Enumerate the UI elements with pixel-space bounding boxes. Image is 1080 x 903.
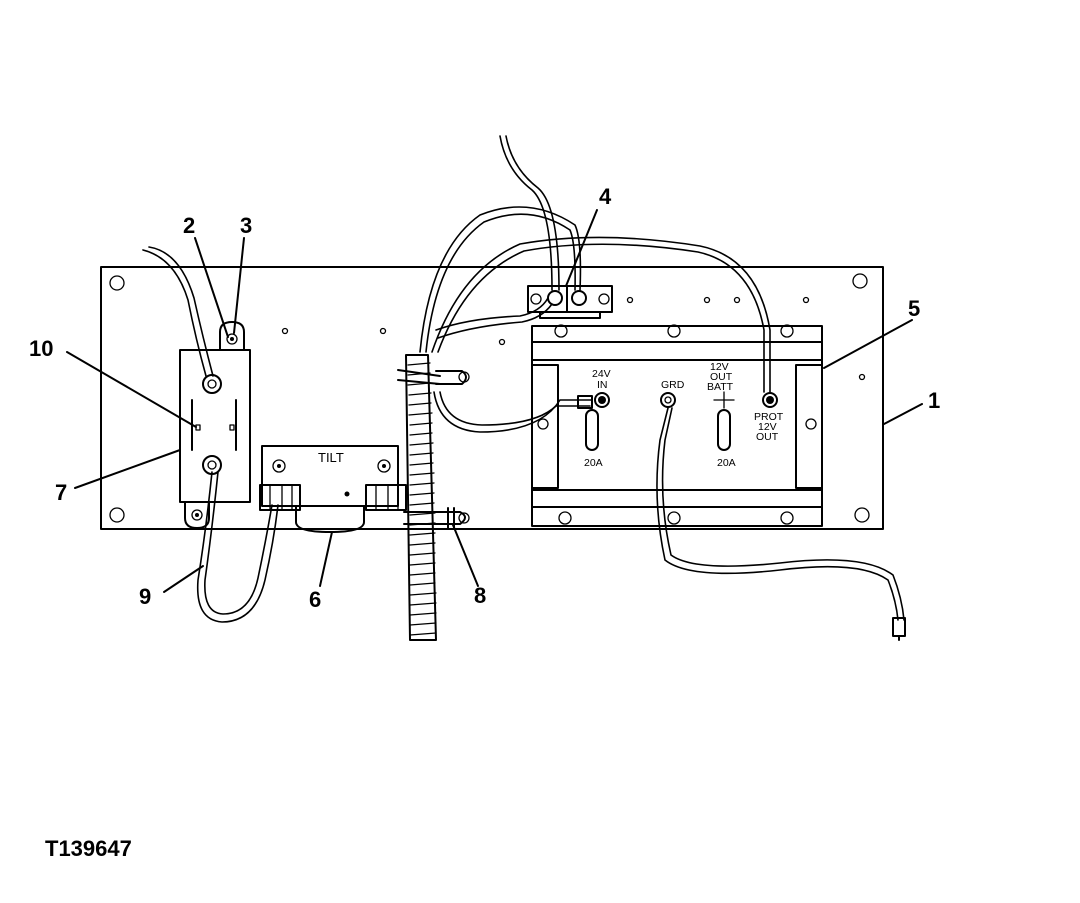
input-label-line2: IN <box>597 379 608 391</box>
mounting-panel <box>100 266 884 530</box>
callout-10: 10 <box>29 336 53 361</box>
prot-label-line2: 12V <box>758 421 777 433</box>
leader-lines <box>66 209 923 593</box>
harness-clamp-upper <box>435 370 470 385</box>
input-wire <box>433 391 593 433</box>
batt-label-line2: OUT <box>710 371 733 383</box>
callout-7: 7 <box>55 480 67 505</box>
callout-6: 6 <box>309 587 321 612</box>
terminal-block <box>527 285 613 319</box>
ground-wire <box>656 407 899 621</box>
input-label-line1: 24V <box>592 368 611 380</box>
voltage-converter: 24V IN GRD 12V OUT BATT PROT 12V OUT 20A… <box>531 324 823 527</box>
callout-8: 8 <box>474 583 486 608</box>
callout-3: 3 <box>240 213 252 238</box>
terminal-block-wires <box>419 135 771 393</box>
fuse-right-rating: 20A <box>717 457 736 469</box>
callout-2: 2 <box>183 213 195 238</box>
tilt-switch: TILT <box>259 445 407 533</box>
callout-9: 9 <box>139 584 151 609</box>
fuse-left-rating: 20A <box>584 457 603 469</box>
breaker-to-switch-wire <box>196 471 279 623</box>
ground-label: GRD <box>661 379 685 391</box>
batt-label-line1: 12V <box>710 361 729 373</box>
breaker-input-wire <box>142 249 207 377</box>
wire-harness-loom <box>397 354 441 641</box>
callout-5: 5 <box>908 296 920 321</box>
tilt-switch-label: TILT <box>318 450 344 465</box>
prot-label-line3: OUT <box>756 431 779 443</box>
callout-1: 1 <box>928 388 940 413</box>
batt-label-line3: BATT <box>707 381 734 393</box>
prot-label-line1: PROT <box>754 411 784 423</box>
figure-id: T139647 <box>45 836 132 861</box>
harness-clamp-lower <box>403 507 470 529</box>
callout-4: 4 <box>599 184 612 209</box>
